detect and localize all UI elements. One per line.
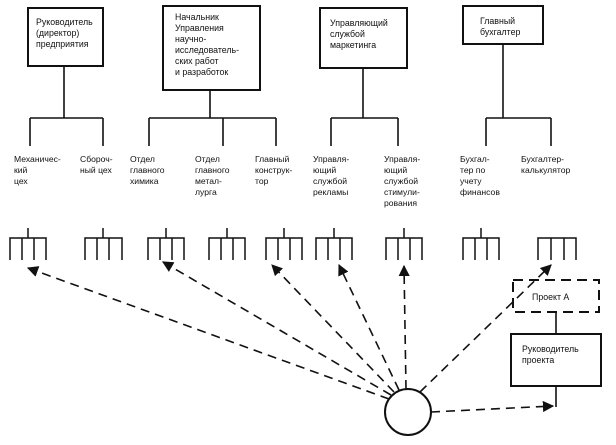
box-marketing-head: Управляющий службой маркетинга (319, 7, 408, 69)
svg-text:Руководитель: Руководитель (522, 344, 579, 354)
svg-text:финансов: финансов (460, 187, 500, 197)
arrow-to-advertising (338, 263, 400, 391)
svg-text:Управля-: Управля- (384, 154, 420, 164)
dept-chief-designer: Главный конструк- тор (255, 154, 292, 186)
svg-text:главного: главного (195, 165, 230, 175)
svg-text:Главный: Главный (255, 154, 289, 164)
svg-text:научно-: научно- (175, 34, 206, 44)
svg-text:калькулятор: калькулятор (521, 165, 570, 175)
svg-text:кий: кий (14, 165, 28, 175)
svg-text:лурга: лурга (195, 187, 217, 197)
svg-text:исследователь-: исследователь- (175, 45, 239, 55)
svg-text:Проект А: Проект А (532, 292, 569, 302)
fork-mechanical-shop (9, 228, 47, 260)
dept-cost-accountant: Бухгалтер- калькулятор (521, 154, 570, 175)
svg-text:учету: учету (460, 176, 482, 186)
arrow-to-promotion (398, 264, 410, 390)
box-director: Руководитель (директор) предприятия (27, 7, 104, 67)
svg-text:Управления: Управления (175, 23, 224, 33)
fork-chief-metallurgist (208, 228, 246, 260)
svg-text:предприятия: предприятия (36, 39, 89, 49)
svg-text:службой: службой (330, 29, 365, 39)
svg-text:ющий: ющий (384, 165, 407, 175)
dept-advertising-manager: Управля- ющий службой рекламы (313, 154, 349, 197)
dept-promotion-manager: Управля- ющий службой стимули- рования (384, 154, 420, 208)
fork-assembly-shop (84, 228, 123, 260)
arrow-to-cost-accountant (419, 264, 552, 393)
svg-text:Главный: Главный (480, 16, 515, 26)
fork-promotion (385, 228, 423, 260)
svg-text:ный цех: ный цех (80, 165, 113, 175)
svg-text:тер по: тер по (460, 165, 485, 175)
arrow-to-designer (271, 264, 395, 393)
dept-chief-chemist: Отдел главного химика (130, 154, 165, 186)
project-a-box: Проект А (512, 279, 600, 313)
arrow-to-project-manager (430, 400, 555, 413)
svg-text:Отдел: Отдел (195, 154, 220, 164)
svg-text:тор: тор (255, 176, 269, 186)
fork-finance-accountant (462, 228, 500, 260)
svg-text:Бухгал-: Бухгал- (460, 154, 490, 164)
svg-text:стимули-: стимули- (384, 187, 420, 197)
svg-text:Управляющий: Управляющий (330, 18, 388, 28)
dept-finance-accountant: Бухгал- тер по учету финансов (460, 154, 500, 197)
arrow-to-chemist (162, 261, 392, 396)
svg-text:Управля-: Управля- (313, 154, 349, 164)
dept-mechanical-shop: Механичес- кий цех (14, 154, 61, 186)
dept-assembly-shop: Сбороч- ный цех (80, 154, 113, 175)
svg-text:Механичес-: Механичес- (14, 154, 61, 164)
svg-text:Сбороч-: Сбороч- (80, 154, 113, 164)
svg-text:ющий: ющий (313, 165, 336, 175)
subordinate-forks (9, 228, 577, 260)
dashed-arrows (26, 261, 555, 413)
svg-text:и разработок: и разработок (175, 67, 228, 77)
arrow-to-mechanical-shop (26, 266, 390, 400)
fork-chief-chemist (147, 228, 185, 260)
svg-text:Руководитель: Руководитель (36, 17, 93, 27)
svg-text:ских работ: ских работ (175, 56, 219, 66)
box-chief-accountant: Главный бухгалтер (462, 5, 544, 45)
svg-text:рования: рования (384, 198, 417, 208)
fork-advertising (315, 228, 353, 260)
svg-text:службой: службой (384, 176, 418, 186)
svg-text:цех: цех (14, 176, 28, 186)
fork-chief-designer (265, 228, 303, 260)
svg-text:Бухгалтер-: Бухгалтер- (521, 154, 564, 164)
svg-text:метал-: метал- (195, 176, 222, 186)
svg-text:химика: химика (130, 176, 159, 186)
dept-chief-metallurgist: Отдел главного метал- лурга (195, 154, 230, 197)
fork-cost-accountant (537, 237, 577, 260)
svg-text:Отдел: Отдел (130, 154, 155, 164)
svg-text:проекта: проекта (522, 355, 554, 365)
svg-text:маркетинга: маркетинга (330, 40, 376, 50)
svg-text:главного: главного (130, 165, 165, 175)
svg-text:конструк-: конструк- (255, 165, 292, 175)
svg-text:рекламы: рекламы (313, 187, 348, 197)
svg-text:Начальник: Начальник (175, 12, 219, 22)
hierarchy-connectors (29, 44, 552, 146)
svg-text:службой: службой (313, 176, 347, 186)
box-research-head: Начальник Управления научно- исследовате… (162, 5, 261, 91)
svg-text:(директор): (директор) (36, 28, 79, 38)
project-manager-box: Руководитель проекта (510, 333, 602, 387)
svg-text:бухгалтер: бухгалтер (480, 27, 521, 37)
project-team-node (384, 388, 432, 436)
